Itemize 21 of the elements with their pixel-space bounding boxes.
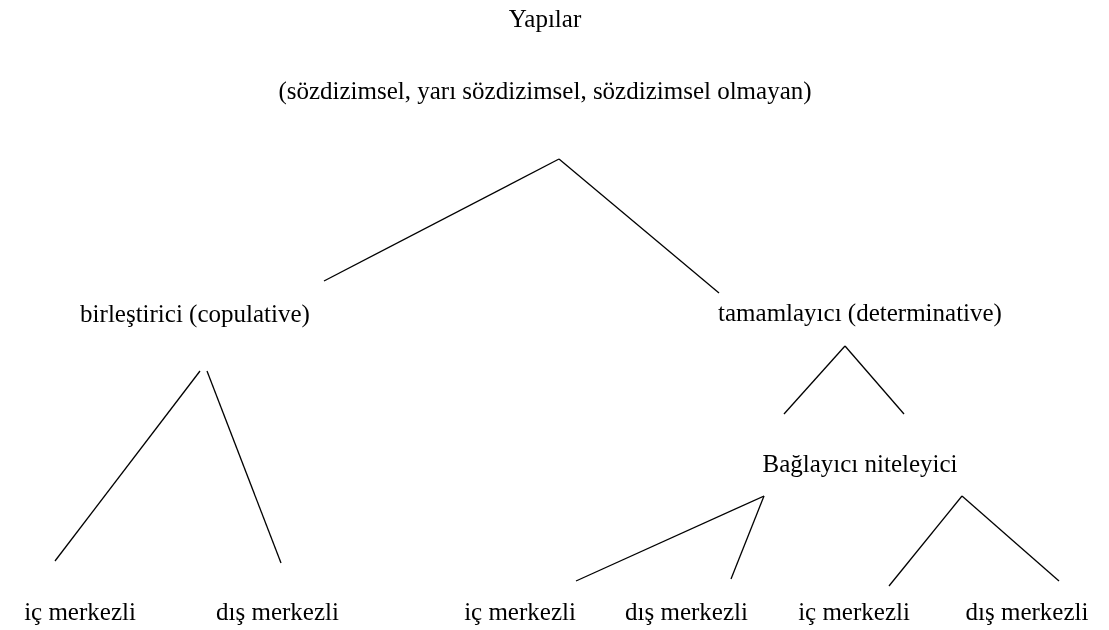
- title-text: Yapılar: [508, 4, 582, 34]
- node-label: iç merkezli: [798, 597, 910, 627]
- connector-line: [323, 158, 560, 282]
- connector-line: [730, 495, 765, 580]
- node-label: tamamlayıcı (determinative): [718, 298, 1002, 328]
- node-label: Bağlayıcı niteleyici: [762, 449, 958, 479]
- connector-line: [783, 345, 846, 415]
- node-label: dış merkezli: [625, 597, 748, 627]
- connector-line: [575, 495, 765, 582]
- connector-line: [961, 495, 1060, 582]
- node-label: dış merkezli: [965, 597, 1089, 627]
- node-label: iç merkezli: [464, 597, 576, 627]
- connector-line: [844, 345, 905, 415]
- connector-line: [54, 370, 201, 562]
- node-label: iç merkezli: [24, 597, 136, 627]
- node-label: (sözdizimsel, yarı sözdizimsel, sözdizimsel olmayan): [278, 76, 812, 106]
- node-label: dış merkezli: [216, 597, 339, 627]
- node-label: birleştirici (copulative): [80, 299, 310, 329]
- connector-line: [558, 158, 720, 294]
- connector-line: [888, 495, 963, 587]
- connector-line: [206, 370, 282, 564]
